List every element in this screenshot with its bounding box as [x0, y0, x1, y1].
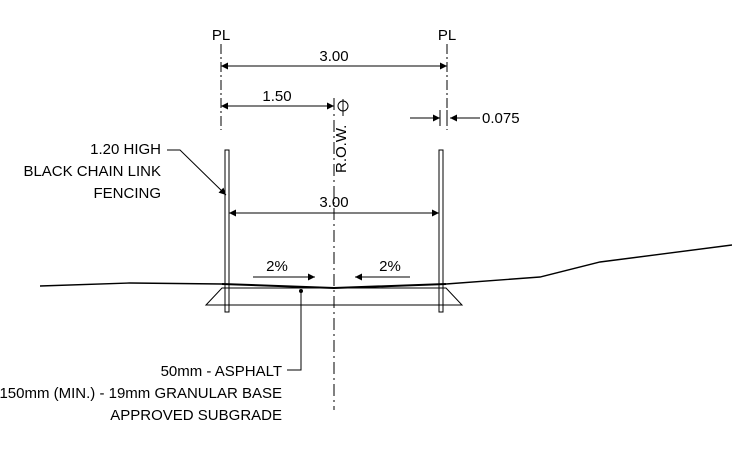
- fence-post-left: [224, 149, 230, 313]
- fence-note-line-2: BLACK CHAIN LINK: [23, 163, 161, 180]
- fence-leader: [167, 149, 227, 196]
- existing-grade-line-right: [445, 244, 732, 285]
- row-label: R.O.W.: [333, 125, 350, 173]
- existing-grade-line: [39, 282, 223, 287]
- layer-notes: 50mm - ASPHALT 150mm (MIN.) - 19mm GRANU…: [0, 363, 282, 424]
- dimension-half-label: 1.50: [262, 88, 291, 105]
- property-line-left-symbol: PL: [212, 27, 230, 44]
- dimension-total-label: 3.00: [319, 48, 348, 65]
- layer-asphalt: 50mm - ASPHALT: [161, 363, 282, 380]
- layer-granular-base: 150mm (MIN.) - 19mm GRANULAR BASE: [0, 385, 282, 402]
- fence-note-line-3: FENCING: [94, 185, 162, 202]
- property-line-right-symbol: PL: [438, 27, 456, 44]
- fence-post-right: [438, 149, 444, 313]
- slope-left-label: 2%: [266, 258, 288, 275]
- layer-subgrade: APPROVED SUBGRADE: [110, 407, 282, 424]
- property-line-right: PL: [438, 27, 456, 130]
- fence-note-line-1: 1.20 HIGH: [90, 141, 161, 158]
- slope-right-label: 2%: [379, 258, 401, 275]
- property-line-left: PL: [212, 27, 230, 130]
- layer-leader: [287, 291, 302, 371]
- dimension-offset-label: 0.075: [482, 110, 520, 127]
- dimension-inner-label: 3.00: [319, 194, 348, 211]
- fence-note: 1.20 HIGH BLACK CHAIN LINK FENCING: [23, 141, 161, 202]
- centerline-symbol: [337, 99, 349, 116]
